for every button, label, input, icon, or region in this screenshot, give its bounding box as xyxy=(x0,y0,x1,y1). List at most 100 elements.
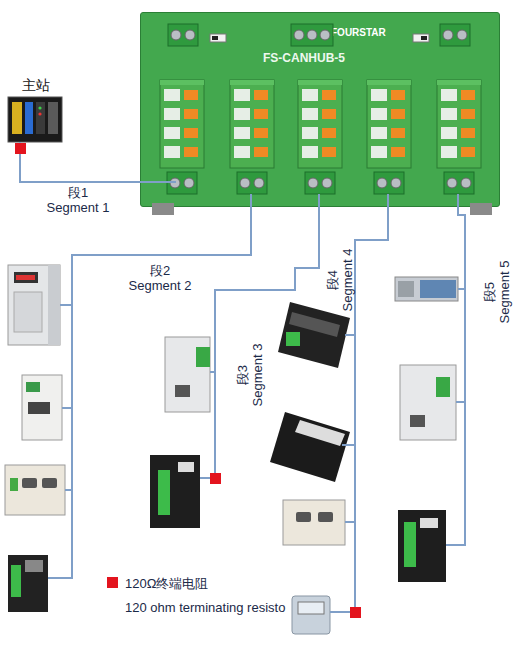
io-block xyxy=(270,412,350,482)
power-terminal xyxy=(168,24,198,46)
segment-terminal xyxy=(444,172,474,194)
plc-module xyxy=(36,102,45,134)
power-terminal xyxy=(440,24,470,46)
plc-terminal xyxy=(158,470,170,515)
gateway xyxy=(5,465,65,515)
segment-terminal xyxy=(167,172,197,194)
plc-unit xyxy=(150,455,200,528)
node-text: FS-CANHUB-5 xyxy=(263,52,345,65)
port-block xyxy=(437,80,481,168)
segment-label: 段2 Segment 2 xyxy=(124,263,196,293)
resistor-symbol xyxy=(350,607,361,618)
segment-tap xyxy=(458,288,465,290)
segment-wire xyxy=(330,194,388,612)
segment-wire xyxy=(140,181,176,183)
drive-connector xyxy=(196,347,210,367)
plc-led xyxy=(38,112,41,115)
dsub-port xyxy=(22,478,37,488)
segment-tap xyxy=(345,334,355,336)
segment-wire xyxy=(446,194,465,545)
dip-switch xyxy=(413,34,429,42)
servo-drive xyxy=(8,265,60,345)
din-foot xyxy=(152,203,174,215)
servo-display xyxy=(14,272,38,283)
gateway-terminal xyxy=(10,478,18,491)
plc-label xyxy=(178,462,194,472)
slice-io xyxy=(395,277,458,301)
master-station: 主站 xyxy=(8,97,62,142)
segment-terminal xyxy=(374,172,404,194)
dip-switch xyxy=(210,34,226,42)
plc-led xyxy=(38,106,41,109)
screw xyxy=(294,30,304,40)
port-block xyxy=(160,80,204,168)
drive-port xyxy=(175,385,190,397)
screw xyxy=(320,30,330,40)
plc-terminal xyxy=(11,565,21,597)
segment-label: 段5 Segment 5 xyxy=(482,256,512,328)
bus-connector xyxy=(20,142,140,182)
plc-window xyxy=(25,560,43,572)
io-terminal xyxy=(286,332,300,346)
legend-swatch xyxy=(107,577,118,588)
io-block xyxy=(278,302,350,368)
dsub-port xyxy=(296,512,311,522)
drive-port xyxy=(410,415,425,427)
legend-text: 120Ω终端电阻 xyxy=(125,575,208,593)
switch-knob xyxy=(421,36,427,40)
screw xyxy=(307,30,317,40)
segment-tap xyxy=(62,407,72,409)
segment-tap xyxy=(456,401,465,403)
plc-unit xyxy=(398,510,446,582)
segment-tap xyxy=(65,489,72,491)
drive-connector xyxy=(436,377,450,397)
plc-label xyxy=(420,518,438,528)
legend-note: 120 ohm terminating resisto xyxy=(125,600,285,615)
plc-unit xyxy=(8,555,48,612)
segment-terminal xyxy=(237,172,267,194)
port-block xyxy=(367,80,411,168)
servo-digits xyxy=(16,275,35,280)
segment-wire xyxy=(200,194,319,478)
segment-tap xyxy=(60,304,72,306)
segment-label: 段1 Segment 1 xyxy=(42,185,114,215)
segment-label: 段4 Segment 4 xyxy=(325,244,355,316)
io-terminal xyxy=(26,382,40,392)
drive-unit xyxy=(165,337,210,412)
io-module xyxy=(22,375,62,440)
operator-panel xyxy=(292,596,330,634)
dsub-port xyxy=(42,478,57,488)
segment-tap xyxy=(342,444,355,446)
resistor-symbol xyxy=(15,143,26,154)
plc-module xyxy=(12,102,22,134)
gateway xyxy=(283,500,345,545)
segment-tap xyxy=(345,521,355,523)
plc-body xyxy=(8,97,62,142)
segment-wire xyxy=(48,194,251,578)
dsub-port xyxy=(318,512,333,522)
panel-display xyxy=(298,602,324,614)
port-block xyxy=(298,80,342,168)
io-panel xyxy=(28,402,50,414)
drive-unit xyxy=(400,365,456,440)
node-text: 主站 xyxy=(22,78,50,93)
segment-terminal xyxy=(305,172,335,194)
power-terminal xyxy=(291,24,333,46)
plc-terminal xyxy=(404,522,416,567)
node-text: FOURSTAR xyxy=(331,27,386,38)
din-foot xyxy=(470,203,492,215)
io-block-top xyxy=(295,420,345,446)
port-block xyxy=(230,80,274,168)
plc-module xyxy=(48,102,58,134)
segment-tap xyxy=(210,371,215,373)
resistor-symbol xyxy=(210,473,221,484)
edge-group xyxy=(20,142,140,182)
plc-module xyxy=(25,102,33,134)
servo-panel xyxy=(14,292,42,332)
